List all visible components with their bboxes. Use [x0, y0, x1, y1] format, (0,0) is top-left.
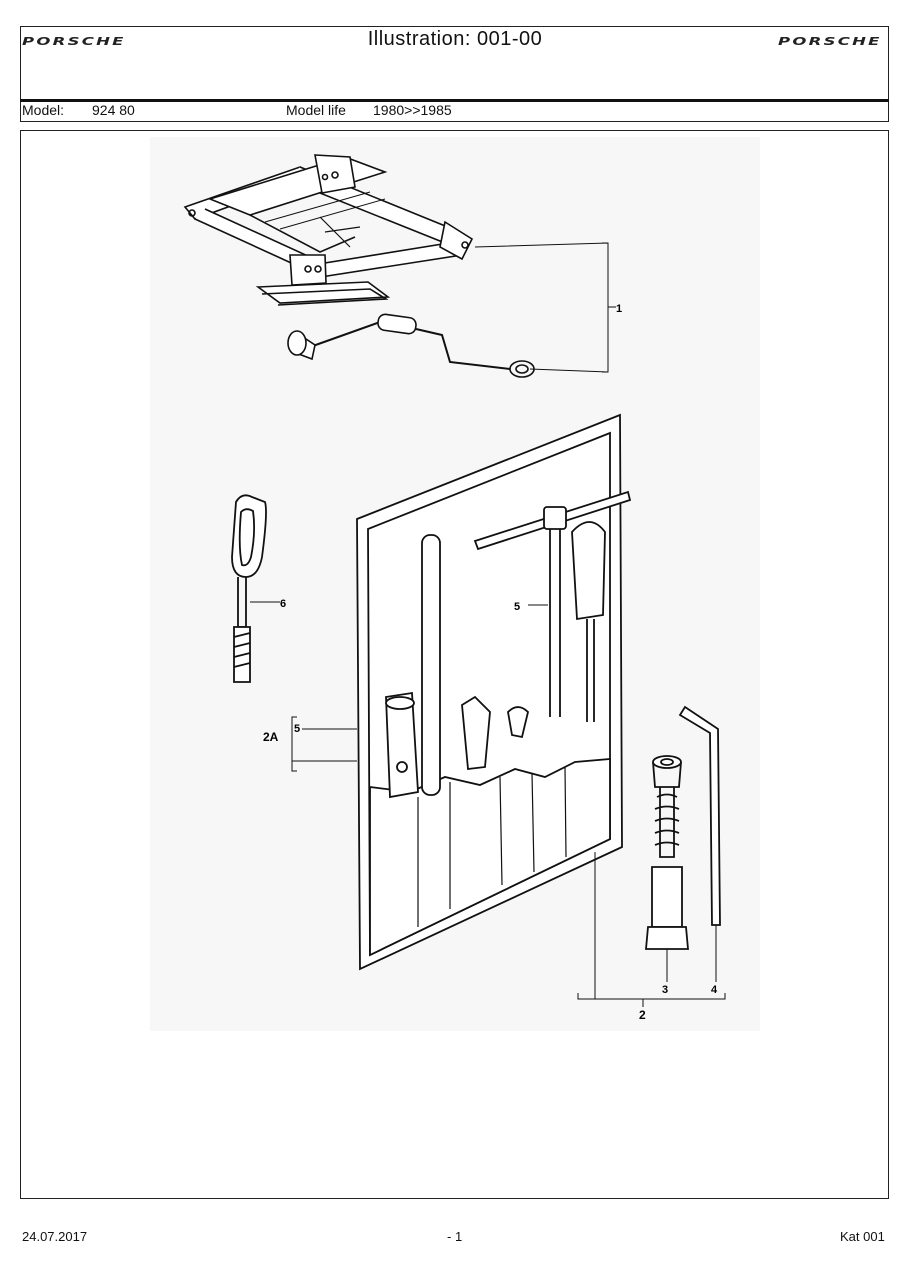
- eye-bolt: [231, 494, 280, 683]
- model-life-value: 1980>>1985: [373, 102, 452, 118]
- callout-5: 5: [514, 601, 520, 613]
- footer-catalog: Kat 001: [840, 1229, 885, 1244]
- illustration-frame: [20, 130, 889, 1199]
- model-label: Model:: [22, 102, 65, 118]
- model-life-label: Model life: [286, 102, 346, 118]
- callout-3: 3: [662, 984, 668, 996]
- header-frame: [20, 26, 889, 122]
- footer-date: 24.07.2017: [22, 1229, 88, 1244]
- callout-2a: 2A: [263, 730, 279, 744]
- page-title: Illustration: 001-00: [367, 28, 543, 50]
- callout-2: 2: [639, 1008, 646, 1022]
- footer-page: - 1: [447, 1229, 463, 1244]
- hex-key: [678, 705, 721, 982]
- brand-logo-right: PORSCHE: [778, 35, 882, 48]
- scissor-jack: [183, 154, 616, 378]
- parts-illustration: 1 6 5 2: [150, 137, 760, 1031]
- model-value: 924 80: [92, 102, 135, 118]
- callout-1: 1: [616, 303, 622, 315]
- callout-2a-sub: 5: [294, 723, 300, 735]
- bracket-2a: [291, 716, 357, 772]
- header-divider: [20, 99, 889, 102]
- callout-4: 4: [711, 984, 718, 996]
- brand-logo-left: PORSCHE: [22, 35, 126, 48]
- callout-6: 6: [280, 598, 286, 610]
- bracket-2: [577, 852, 726, 1007]
- wheel-bolt: [645, 755, 689, 982]
- tool-kit-panel: [356, 413, 632, 971]
